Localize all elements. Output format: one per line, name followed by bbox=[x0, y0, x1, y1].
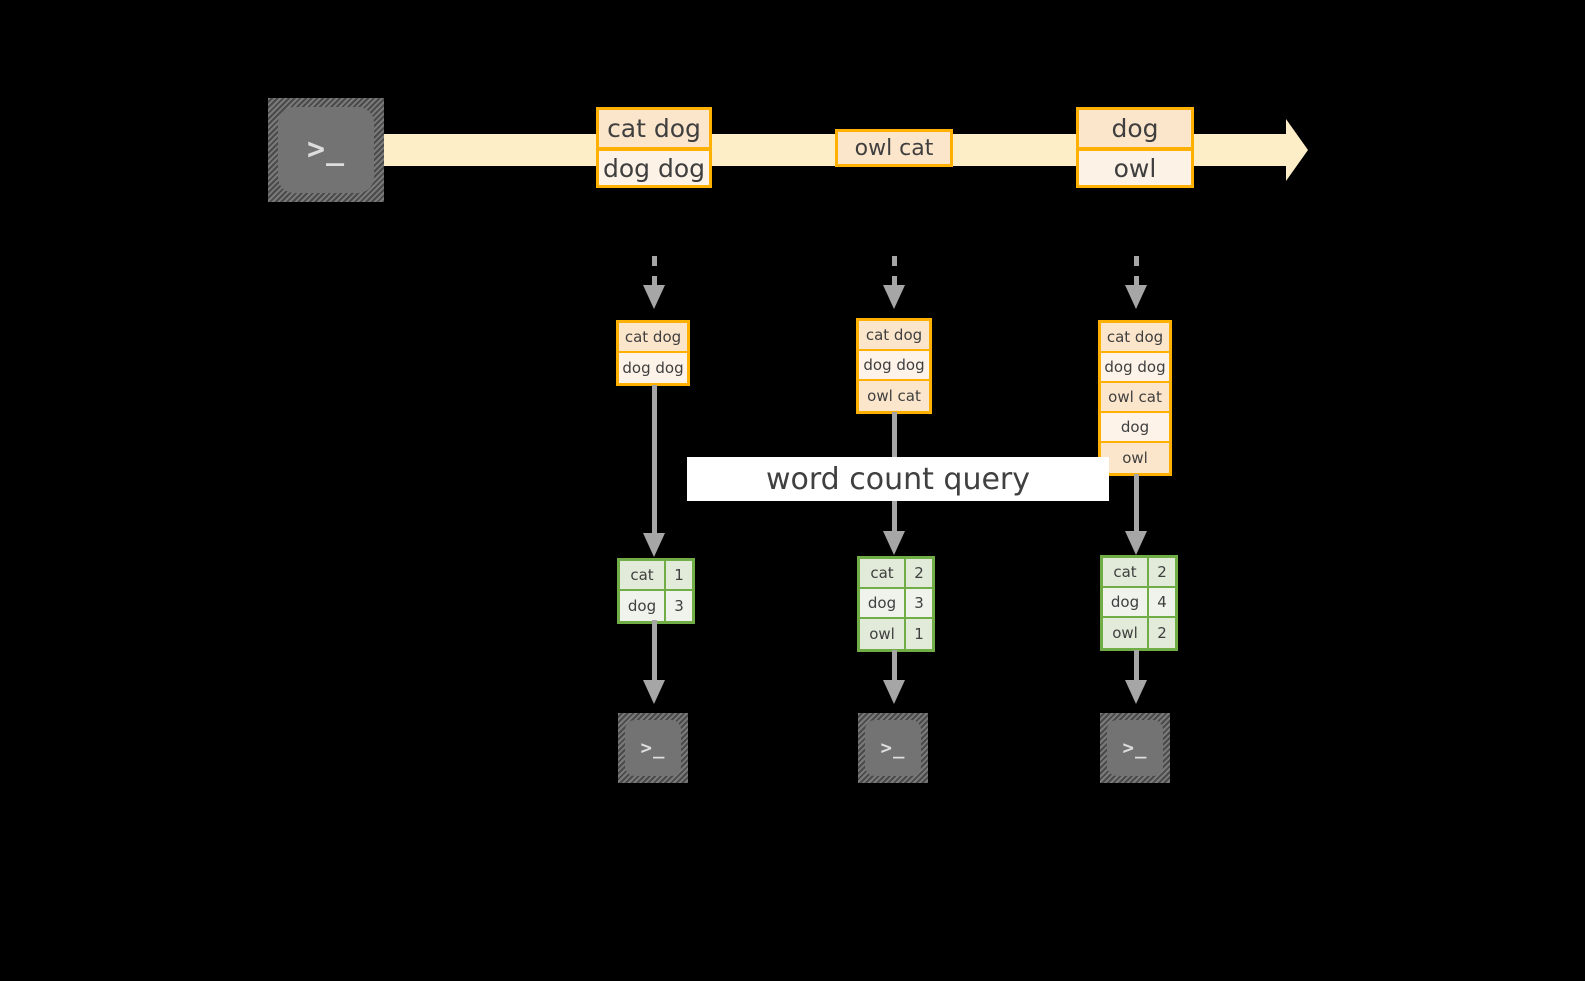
column-1-sink-arrowhead bbox=[643, 680, 665, 704]
stack-row: dog dog bbox=[859, 351, 929, 381]
stream-message-1-line-2: dog dog bbox=[596, 148, 712, 188]
terminal-icon: >_ bbox=[1122, 736, 1148, 759]
count-cell: 1 bbox=[666, 561, 692, 589]
word-cell: dog bbox=[1103, 588, 1149, 616]
count-cell: 4 bbox=[1149, 588, 1175, 616]
column-3-query-line bbox=[1134, 474, 1139, 534]
column-1-result-table: cat 1 dog 3 bbox=[617, 558, 695, 624]
stack-row: dog bbox=[1101, 413, 1169, 443]
column-1-sink-line bbox=[652, 620, 657, 682]
table-row: owl 2 bbox=[1103, 618, 1175, 648]
column-2-accumulated-stack: cat dog dog dog owl cat bbox=[856, 318, 932, 414]
column-3-sink-line bbox=[1134, 650, 1139, 682]
terminal-screen bbox=[625, 720, 681, 776]
terminal-icon: >_ bbox=[306, 132, 346, 167]
word-cell: dog bbox=[860, 589, 906, 617]
table-row: dog 4 bbox=[1103, 588, 1175, 618]
word-cell: cat bbox=[620, 561, 666, 589]
count-cell: 3 bbox=[666, 591, 692, 621]
column-3-query-arrowhead bbox=[1125, 531, 1147, 555]
stream-arrowhead bbox=[1286, 119, 1308, 181]
stream-message-3-line-2: owl bbox=[1076, 148, 1194, 188]
column-3-result-table: cat 2 dog 4 owl 2 bbox=[1100, 555, 1178, 651]
column-3-sink-arrowhead bbox=[1125, 680, 1147, 704]
column-3-sink-terminal[interactable]: >_ bbox=[1100, 713, 1170, 783]
stack-row: dog dog bbox=[619, 353, 687, 383]
count-cell: 2 bbox=[1149, 558, 1175, 586]
word-cell: owl bbox=[1103, 618, 1149, 648]
word-cell: dog bbox=[620, 591, 666, 621]
table-row: dog 3 bbox=[860, 589, 932, 619]
column-1-query-arrowhead bbox=[643, 533, 665, 557]
terminal-screen bbox=[1107, 720, 1163, 776]
stack-row: cat dog bbox=[1101, 323, 1169, 353]
stream-message-1-line-1: cat dog bbox=[596, 107, 712, 150]
table-row: cat 1 bbox=[620, 561, 692, 591]
stack-row: dog dog bbox=[1101, 353, 1169, 383]
terminal-screen bbox=[865, 720, 921, 776]
terminal-icon: >_ bbox=[640, 736, 666, 759]
table-row: owl 1 bbox=[860, 619, 932, 649]
source-terminal[interactable]: >_ bbox=[268, 98, 384, 202]
column-2-sink-terminal[interactable]: >_ bbox=[858, 713, 928, 783]
count-cell: 1 bbox=[906, 619, 932, 649]
stack-row: owl cat bbox=[859, 381, 929, 411]
column-1-sink-terminal[interactable]: >_ bbox=[618, 713, 688, 783]
stream-message-3-line-1: dog bbox=[1076, 107, 1194, 150]
word-cell: cat bbox=[1103, 558, 1149, 586]
word-cell: cat bbox=[860, 559, 906, 587]
column-3-accumulated-stack: cat dog dog dog owl cat dog owl bbox=[1098, 320, 1172, 476]
count-cell: 2 bbox=[1149, 618, 1175, 648]
column-1-query-line bbox=[652, 385, 657, 535]
column-1-ingest-line bbox=[652, 256, 657, 286]
word-cell: owl bbox=[860, 619, 906, 649]
stack-row: owl cat bbox=[1101, 383, 1169, 413]
stack-row: cat dog bbox=[859, 321, 929, 351]
stack-row: cat dog bbox=[619, 323, 687, 353]
terminal-icon: >_ bbox=[880, 736, 906, 759]
table-row: cat 2 bbox=[1103, 558, 1175, 588]
column-2-ingest-line bbox=[892, 256, 897, 286]
count-cell: 2 bbox=[906, 559, 932, 587]
column-2-sink-line bbox=[892, 650, 897, 682]
query-label-band: word count query bbox=[687, 457, 1109, 501]
count-cell: 3 bbox=[906, 589, 932, 617]
column-3-ingest-arrowhead bbox=[1125, 285, 1147, 309]
column-3-ingest-line bbox=[1134, 256, 1139, 286]
stack-row: owl bbox=[1101, 443, 1169, 473]
table-row: dog 3 bbox=[620, 591, 692, 621]
column-2-query-arrowhead bbox=[883, 531, 905, 555]
column-2-result-table: cat 2 dog 3 owl 1 bbox=[857, 556, 935, 652]
terminal-screen bbox=[278, 107, 374, 193]
column-1-accumulated-stack: cat dog dog dog bbox=[616, 320, 690, 386]
column-2-sink-arrowhead bbox=[883, 680, 905, 704]
column-2-ingest-arrowhead bbox=[883, 285, 905, 309]
column-1-ingest-arrowhead bbox=[643, 285, 665, 309]
stream-message-2-line-1: owl cat bbox=[835, 129, 953, 167]
table-row: cat 2 bbox=[860, 559, 932, 589]
